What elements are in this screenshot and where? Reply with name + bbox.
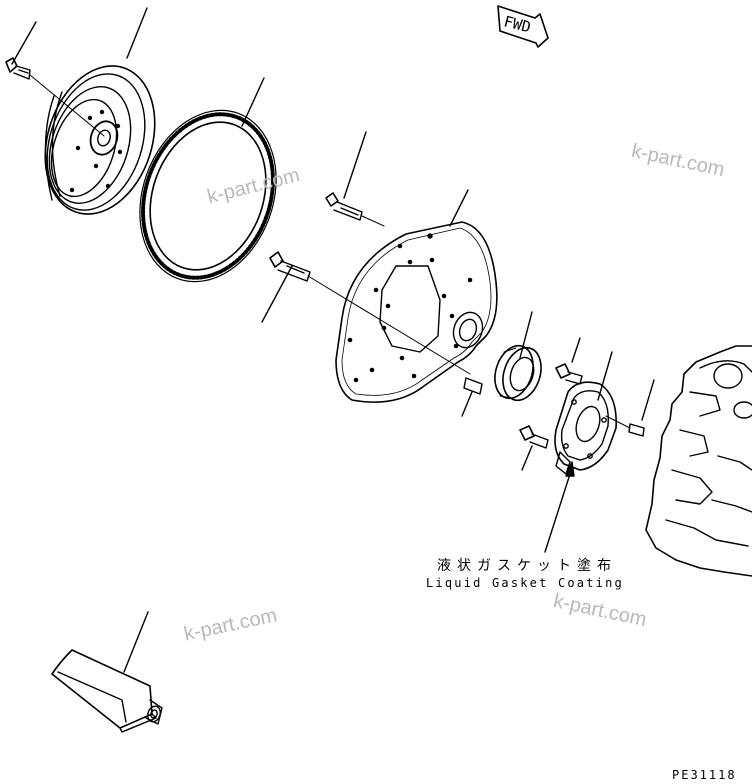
housing-bolt-lower bbox=[261, 251, 471, 375]
crank-pulley bbox=[44, 7, 156, 215]
note-english: Liquid Gasket Coating bbox=[426, 576, 624, 590]
cylinder-block bbox=[645, 345, 752, 577]
note-leader bbox=[544, 461, 575, 553]
drawing-code: PE31118 bbox=[672, 768, 737, 782]
pulley-bolt bbox=[5, 21, 105, 137]
housing-bolt-upper bbox=[325, 131, 385, 227]
fwd-arrow-icon: FWD bbox=[497, 5, 549, 48]
ring-gear bbox=[139, 77, 277, 283]
block-pin bbox=[605, 379, 655, 437]
note-japanese: 液状ガスケット塗布 bbox=[437, 558, 617, 574]
dowel-pin bbox=[461, 377, 483, 417]
liquid-gasket-tube bbox=[51, 611, 163, 733]
seal-retainer bbox=[554, 351, 617, 475]
flange-bolt-upper bbox=[555, 337, 583, 385]
flange-bolt-lower bbox=[519, 425, 549, 471]
rear-plate bbox=[335, 189, 498, 403]
oil-seal bbox=[494, 311, 542, 402]
